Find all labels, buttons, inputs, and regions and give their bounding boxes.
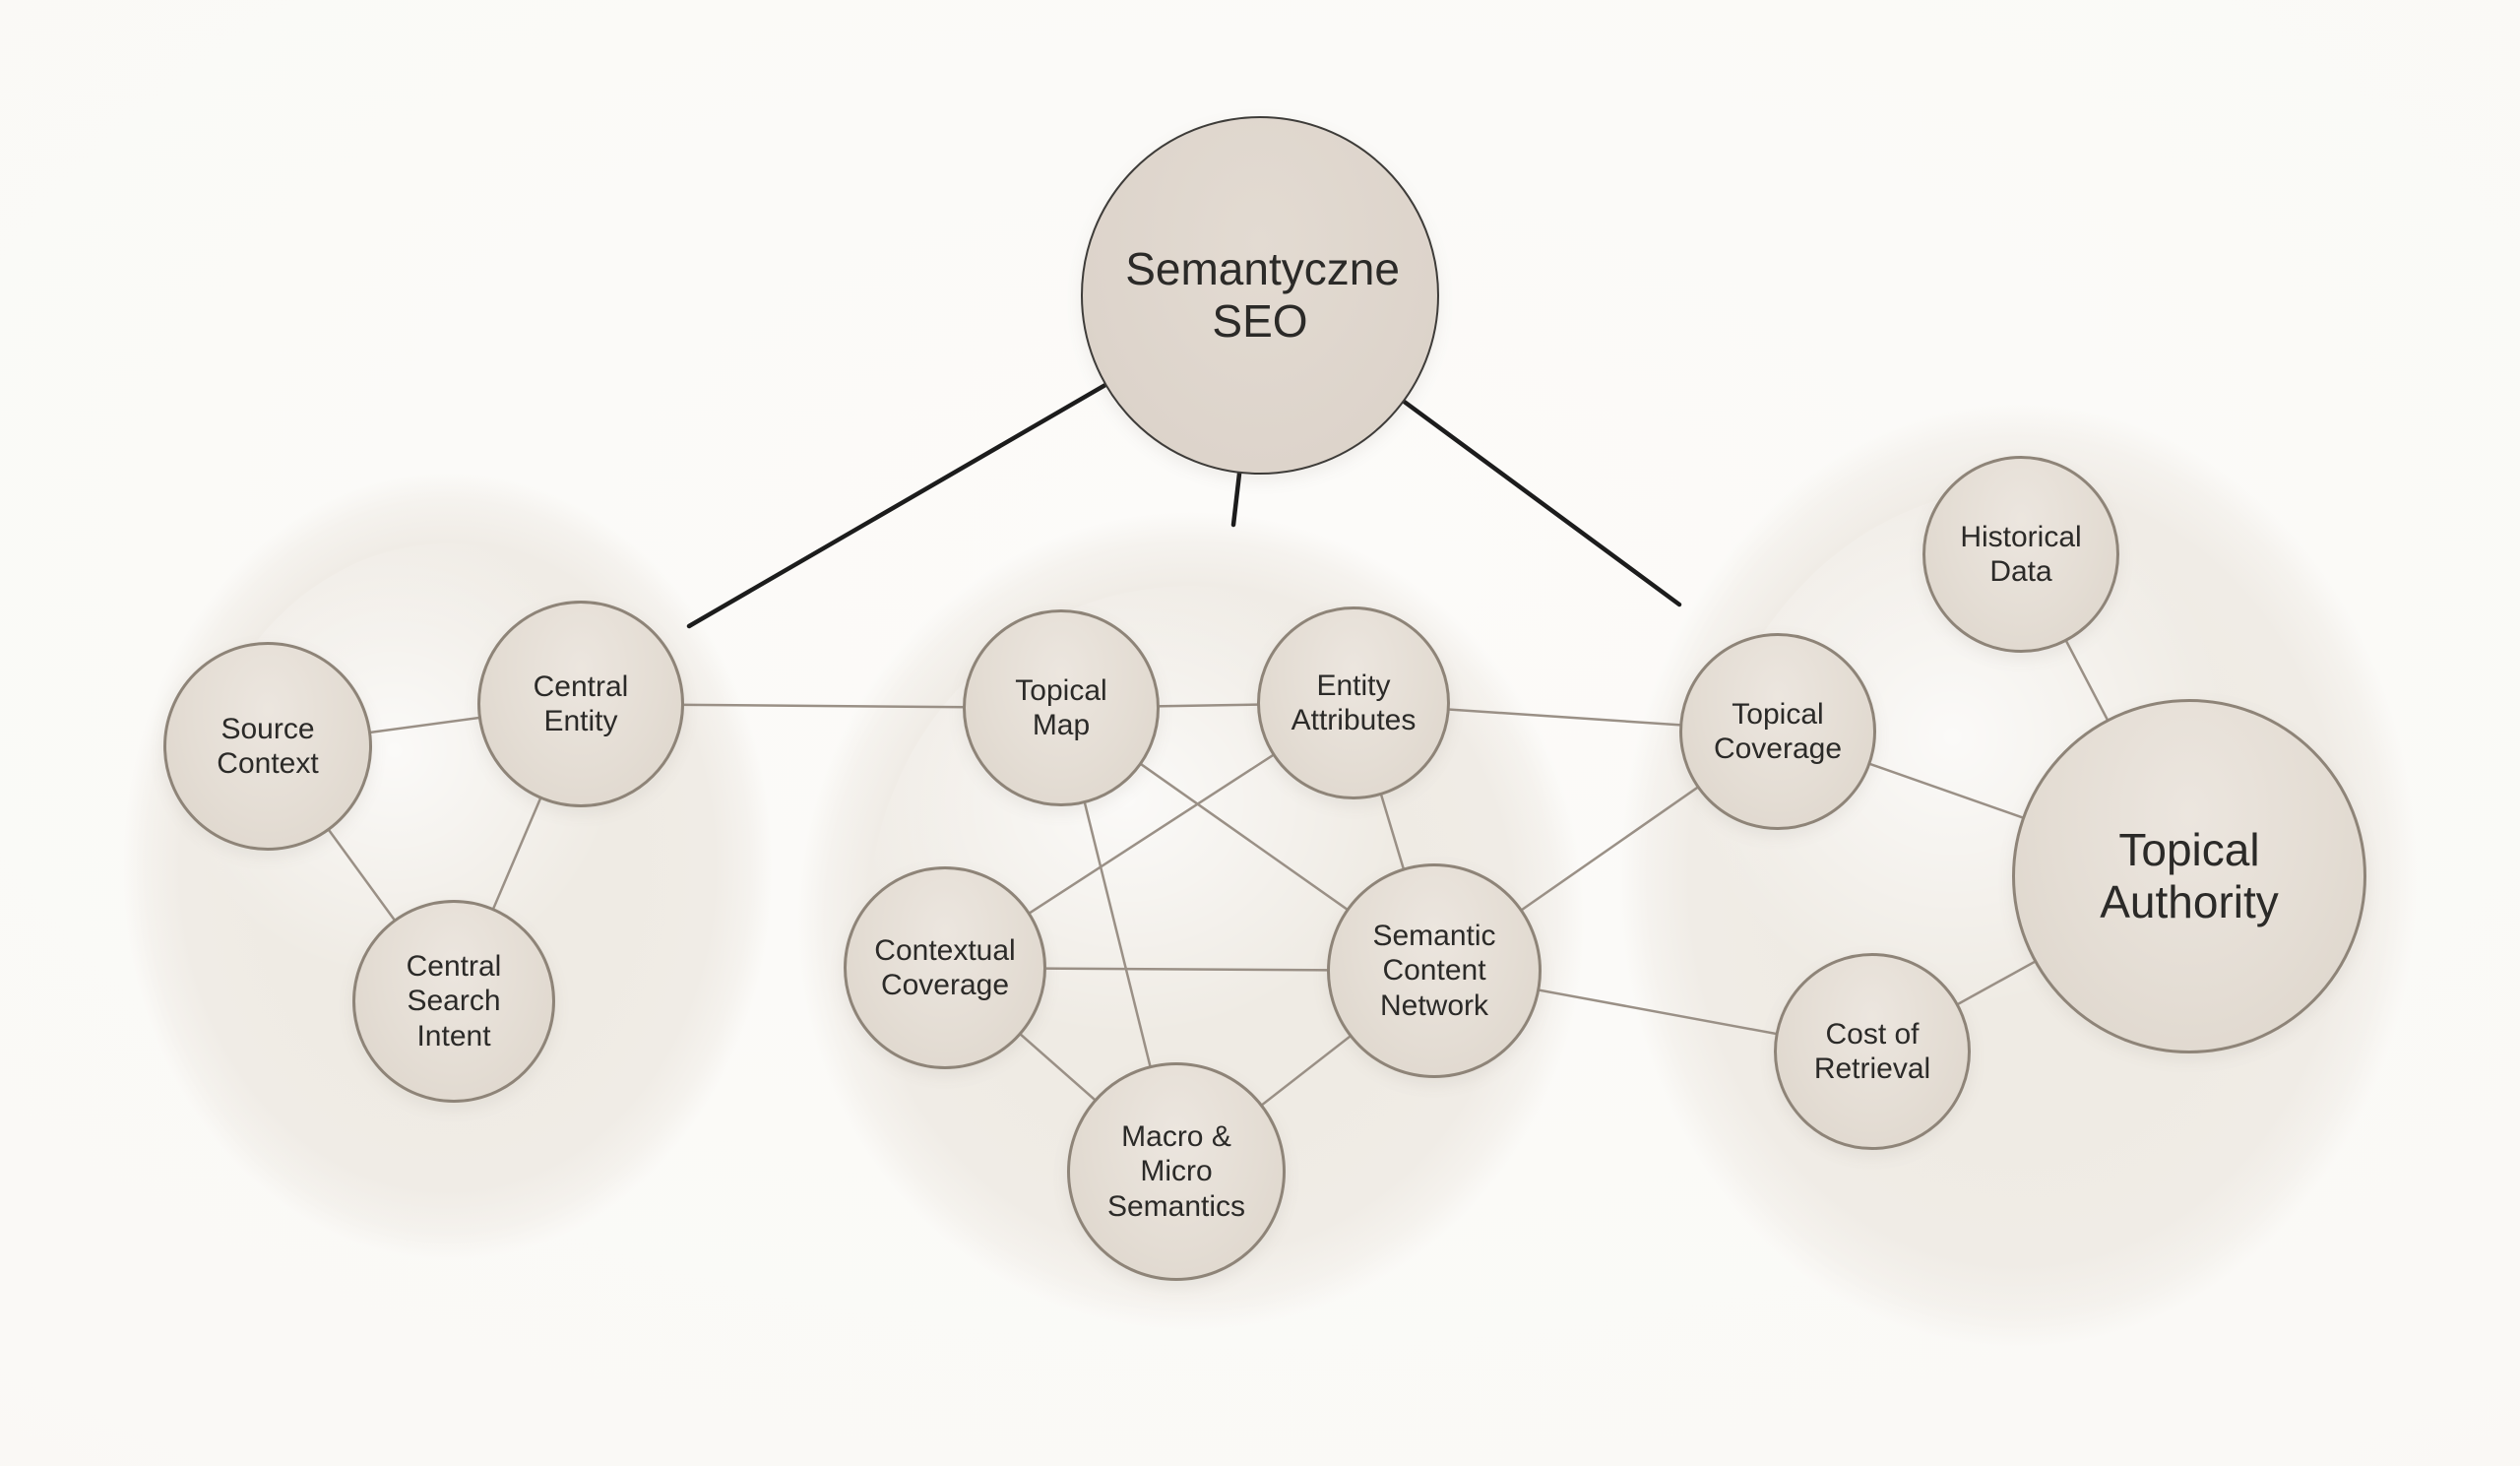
node-semantic-content-network: Semantic Content Network (1327, 863, 1542, 1078)
node-source-context: Source Context (163, 642, 372, 851)
node-contextual-coverage: Contextual Coverage (844, 866, 1046, 1069)
node-seo-label: Semantyczne SEO (1125, 242, 1400, 347)
node-macro-micro-semantics: Macro & Micro Semantics (1067, 1062, 1286, 1281)
node-topical-authority-label: Topical Authority (2100, 823, 2279, 927)
node-cost-of-retrieval: Cost of Retrieval (1774, 953, 1971, 1150)
node-historical-data-label: Historical Data (1960, 520, 2082, 588)
node-central-entity-label: Central Entity (533, 669, 629, 737)
node-central-entity: Central Entity (477, 601, 684, 807)
node-historical-data: Historical Data (1922, 456, 2119, 653)
node-topical-coverage-label: Topical Coverage (1713, 697, 1843, 765)
node-entity-attributes-label: Entity Attributes (1291, 669, 1417, 736)
node-central-search-intent: Central Search Intent (352, 900, 555, 1103)
node-central-search-intent-label: Central Search Intent (406, 949, 502, 1052)
node-topical-coverage: Topical Coverage (1679, 633, 1876, 830)
node-topical-map-label: Topical Map (1015, 673, 1107, 741)
node-seo: Semantyczne SEO (1081, 116, 1439, 475)
node-topical-authority: Topical Authority (2012, 699, 2366, 1053)
node-topical-map: Topical Map (963, 609, 1160, 806)
node-semantic-content-network-label: Semantic Content Network (1372, 919, 1496, 1022)
node-contextual-coverage-label: Contextual Coverage (874, 933, 1016, 1001)
node-source-context-label: Source Context (217, 712, 319, 780)
node-entity-attributes: Entity Attributes (1257, 606, 1450, 799)
node-cost-of-retrieval-label: Cost of Retrieval (1813, 1017, 1931, 1085)
node-macro-micro-semantics-label: Macro & Micro Semantics (1106, 1119, 1246, 1223)
